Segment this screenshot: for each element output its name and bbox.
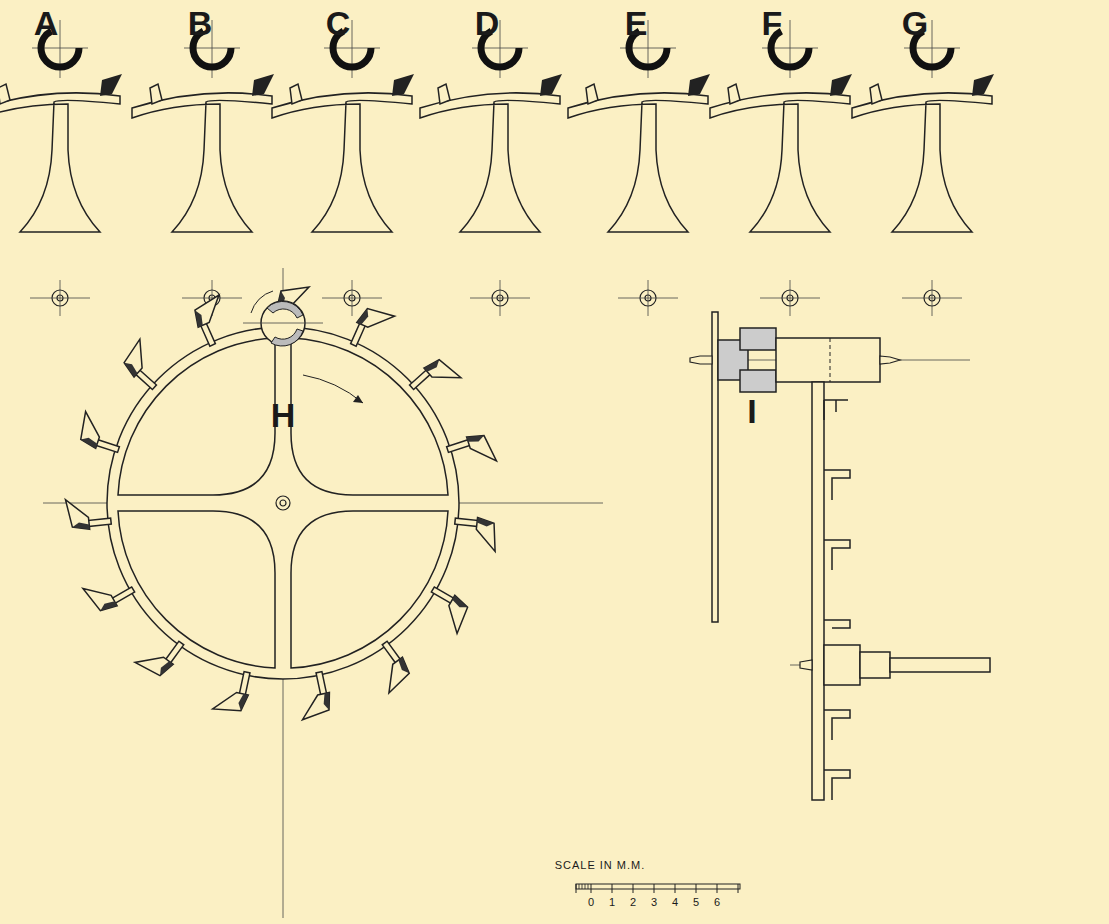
position-c [272, 20, 414, 316]
position-a [0, 20, 122, 316]
rotation-arrow [251, 291, 273, 313]
scale-frame [576, 884, 740, 889]
arbor [276, 496, 290, 510]
scale-caption: SCALE IN M.M. [555, 860, 646, 871]
pivot [690, 356, 712, 364]
minor-ticks [579, 884, 588, 889]
collet [740, 328, 776, 350]
escape-tooth [135, 628, 186, 682]
tooth-profile [824, 400, 848, 420]
wheel-opening [118, 511, 275, 668]
escape-tooth [364, 639, 415, 693]
tick [576, 884, 577, 893]
balance-arm [712, 312, 718, 622]
scale-number: 3 [651, 897, 657, 908]
escape-tooth [76, 412, 127, 456]
arbor [890, 658, 990, 672]
position-f [710, 20, 852, 316]
wheel-opening [291, 338, 448, 495]
scale-bar [576, 884, 740, 893]
scale-number: 5 [693, 897, 699, 908]
escape-tooth [83, 567, 136, 616]
cylinder-hatching [267, 301, 303, 318]
escape-tooth [190, 295, 237, 347]
tick [612, 884, 613, 893]
position-g [852, 20, 994, 316]
scale-number: 6 [714, 897, 720, 908]
pivot [880, 356, 900, 364]
tick [633, 884, 634, 893]
figure-letter: C [326, 6, 351, 40]
tooth-profile [824, 540, 850, 570]
escape-tooth [408, 354, 461, 407]
tooth-profile [824, 770, 850, 800]
figure-letter: F [762, 6, 783, 40]
figure-letter: H [271, 398, 296, 432]
position-b [132, 20, 274, 316]
wheel-opening [291, 511, 448, 668]
wheel-rim [107, 327, 459, 679]
wheel-opening [118, 338, 275, 495]
escape-tooth [452, 515, 498, 551]
collet [740, 370, 776, 392]
tick [738, 884, 739, 893]
position-e [568, 20, 710, 316]
figure-letter: G [902, 6, 928, 40]
scale-number: 4 [672, 897, 678, 908]
tick [654, 884, 655, 893]
escape-wheel [43, 268, 603, 918]
figure-letter: E [625, 6, 648, 40]
scale-number: 0 [588, 897, 594, 908]
tick [696, 884, 697, 893]
figure-letter: B [188, 6, 213, 40]
section-view [690, 312, 990, 800]
scale-number: 1 [609, 897, 615, 908]
pivot [800, 660, 812, 670]
hidden-line [830, 338, 831, 382]
scale-number: 2 [630, 897, 636, 908]
tooth-profile [824, 620, 850, 628]
escape-tooth [65, 495, 111, 531]
escape-tooth [420, 584, 473, 633]
tooth-profile [824, 470, 850, 500]
cylinder-hatching [271, 329, 303, 346]
escape-tooth [446, 431, 497, 475]
wheel-edge [812, 382, 824, 800]
arrow-head [353, 395, 363, 403]
rotation-arrow [303, 375, 363, 403]
escape-tooth [348, 303, 395, 355]
tick [675, 884, 676, 893]
escape-tooth [294, 671, 334, 720]
figure-letter: I [747, 394, 756, 428]
hub [860, 652, 890, 678]
figure-letter: A [34, 6, 59, 40]
hub [824, 645, 860, 685]
center-line [243, 323, 323, 324]
escape-tooth [118, 339, 171, 392]
escape-tooth [213, 667, 253, 716]
tooth-profile [824, 710, 850, 740]
cylinder [776, 338, 880, 382]
tick [591, 884, 592, 893]
position-d [420, 20, 562, 316]
arbor-pivot [280, 500, 286, 506]
tick [717, 884, 718, 893]
figure-letter: D [475, 6, 500, 40]
